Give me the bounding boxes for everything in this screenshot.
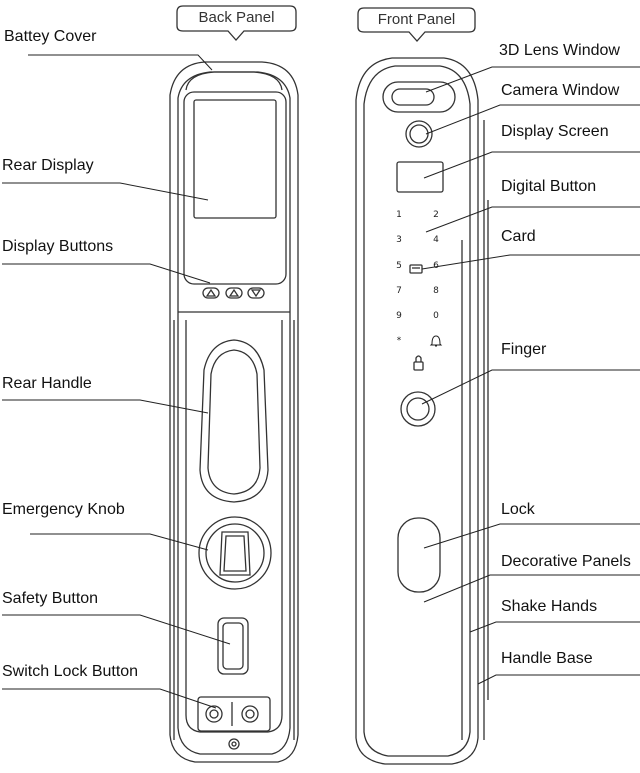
label-finger: Finger	[501, 341, 547, 358]
callout-camera-window	[425, 104, 640, 135]
label-shake-hands: Shake Hands	[501, 598, 598, 615]
callout-rear-handle	[2, 399, 209, 414]
front-inner-body	[363, 65, 471, 757]
label-display-buttons: Display Buttons	[2, 238, 114, 255]
front-outer-body	[355, 57, 479, 765]
label-battery-cover: Battey Cover	[4, 28, 97, 45]
camera-window-shape	[405, 120, 433, 148]
keypad-key-star: *	[397, 336, 402, 346]
front-panel-title: Front Panel	[377, 11, 456, 28]
callout-rear-display	[2, 182, 209, 201]
label-rear-handle: Rear Handle	[2, 375, 92, 392]
back-inner-body	[177, 71, 291, 755]
lock-slot-shape	[397, 517, 441, 593]
callout-display-buttons	[2, 263, 211, 284]
keypad-key-8: 8	[433, 286, 439, 296]
keypad-key-2: 2	[433, 210, 439, 220]
back-outer-body	[169, 61, 299, 763]
callout-digital-button	[425, 206, 640, 233]
label-emergency-knob: Emergency Knob	[2, 501, 125, 518]
switch-lock-button-right	[241, 705, 259, 723]
callout-switch-lock-button	[2, 688, 217, 709]
keypad-key-3: 3	[396, 235, 402, 245]
keypad-key-7: 7	[396, 286, 402, 296]
switch-lock-button-left	[205, 705, 223, 723]
keypad-key-bell-icon	[429, 335, 443, 347]
lock-icon	[413, 361, 424, 371]
display-buttons-group	[202, 287, 265, 299]
label-decorative-panels: Decorative Panels	[501, 553, 631, 570]
emergency-knob-ring	[198, 516, 272, 590]
label-card: Card	[501, 228, 536, 245]
label-lock: Lock	[501, 501, 535, 518]
callout-shake-hands	[469, 621, 640, 633]
display-screen-shape	[396, 161, 444, 193]
callout-decorative-panels	[423, 574, 640, 603]
front-panel-tab-shape	[357, 7, 476, 42]
keypad-group: 1 2 3 4 5 6 7 8 9 0 *	[396, 210, 443, 347]
callout-handle-base	[477, 674, 640, 685]
label-lens-window: 3D Lens Window	[499, 42, 620, 59]
safety-button-shape	[217, 617, 249, 675]
keypad-key-4: 4	[433, 235, 439, 245]
back-panel-title: Back Panel	[198, 9, 275, 26]
finger-sensor-shape	[400, 391, 436, 427]
callout-card	[421, 254, 640, 270]
emergency-knob-grip	[219, 531, 251, 576]
callout-lens-window	[425, 66, 640, 93]
callout-finger	[421, 369, 640, 405]
callout-battery-cover	[28, 54, 213, 71]
callout-emergency-knob	[30, 533, 209, 551]
keypad-key-9: 9	[396, 311, 402, 321]
front-panel-drawing	[355, 57, 489, 765]
keypad-key-1: 1	[396, 210, 402, 220]
bottom-screw	[228, 738, 240, 750]
rear-display-screen	[193, 99, 277, 219]
card-reader-icon	[409, 264, 423, 274]
callout-display-screen	[423, 151, 640, 179]
callout-safety-button	[2, 614, 231, 645]
back-panel-drawing	[169, 61, 299, 763]
rear-handle-shape	[199, 339, 269, 503]
label-handle-base: Handle Base	[501, 650, 593, 667]
label-camera-window: Camera Window	[501, 82, 620, 99]
label-switch-lock-button: Switch Lock Button	[2, 663, 139, 680]
callout-lock	[423, 523, 640, 549]
label-digital-button: Digital Button	[501, 178, 597, 195]
lens-window-shape	[382, 81, 456, 113]
back-panel-tab-shape	[176, 5, 297, 41]
keypad-key-5: 5	[396, 261, 402, 271]
label-rear-display: Rear Display	[2, 157, 94, 174]
label-display-screen: Display Screen	[501, 123, 609, 140]
keypad-key-0: 0	[433, 311, 439, 321]
keypad-key-6: 6	[433, 261, 439, 271]
label-safety-button: Safety Button	[2, 590, 99, 607]
